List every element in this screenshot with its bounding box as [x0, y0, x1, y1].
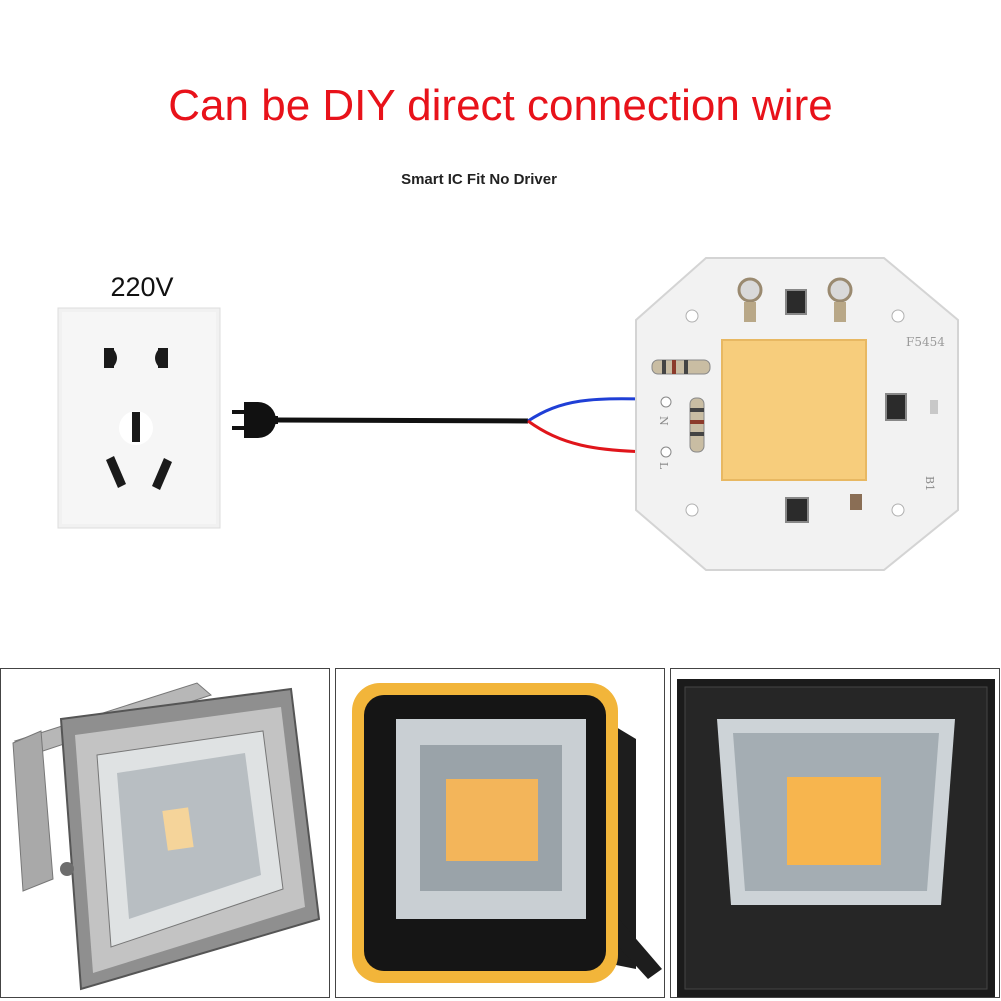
power-cord [275, 417, 529, 424]
terminal-n-label: N [657, 416, 670, 426]
wiring-diagram: F5454 N L B1 [57, 257, 959, 571]
b1-marking: B1 [923, 476, 936, 491]
black-floodlight-photo [670, 668, 1000, 998]
voltage-label: 220V [110, 272, 174, 302]
headline: Can be DIY direct connection wire [168, 81, 833, 130]
plug-icon [232, 402, 278, 438]
gray-floodlight-photo [0, 668, 330, 998]
led-cob-module [635, 257, 959, 571]
yellow-floodlight-photo [335, 668, 665, 998]
model-marking: F5454 [906, 335, 945, 349]
wall-socket-icon [57, 307, 221, 529]
subtitle: Smart IC Fit No Driver [401, 171, 557, 188]
terminal-l-label: L [657, 462, 670, 470]
